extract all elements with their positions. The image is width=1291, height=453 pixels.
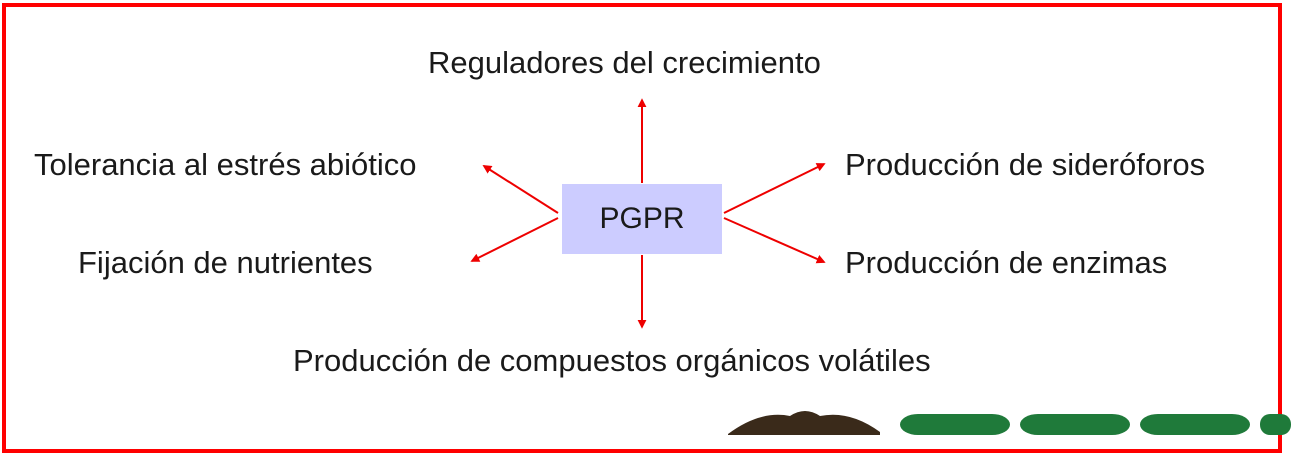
- arrows-layer: [470, 98, 826, 329]
- logo-letter-1: [900, 414, 1010, 435]
- label-compuestos: Producción de compuestos orgánicos volát…: [293, 343, 931, 378]
- logo-fragment: [728, 411, 1291, 435]
- logo-letter-4: [1260, 414, 1291, 435]
- arrow-lower-right: [723, 217, 826, 264]
- arrow-upper-left: [482, 165, 559, 214]
- eagle-logo-icon: [728, 411, 880, 435]
- center-node: PGPR: [562, 184, 722, 254]
- label-enzimas: Producción de enzimas: [845, 245, 1168, 280]
- center-label: PGPR: [599, 202, 685, 235]
- label-fijacion: Fijación de nutrientes: [78, 245, 373, 280]
- label-reguladores: Reguladores del crecimiento: [428, 45, 821, 80]
- label-tolerancia: Tolerancia al estrés abiótico: [34, 147, 417, 182]
- arrow-lower-left: [470, 217, 559, 262]
- arrow-upper-right: [723, 163, 826, 214]
- logo-letter-3: [1140, 414, 1250, 435]
- label-sideroforos: Producción de sideróforos: [845, 147, 1206, 182]
- logo-letter-2: [1020, 414, 1130, 435]
